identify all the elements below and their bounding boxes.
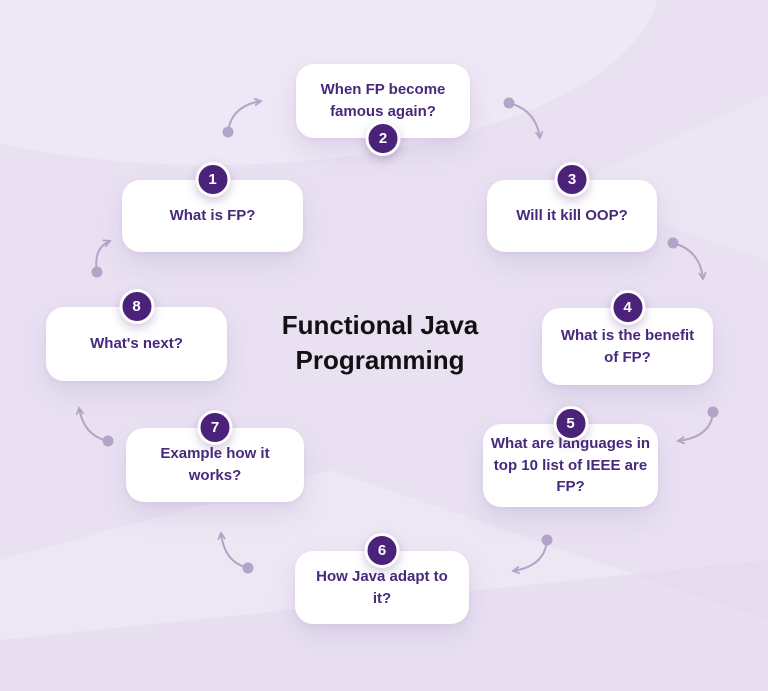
- arrow-step8-to-step1: [91, 241, 111, 278]
- step-label-8: What's next?: [90, 335, 183, 353]
- step-card-3: 3 Will it kill OOP?: [487, 162, 657, 252]
- step-label-4: What is the benefit of FP?: [560, 326, 695, 366]
- step-number-badge-8: 8: [119, 289, 154, 324]
- arrow-step6-to-step7: [221, 533, 254, 574]
- step-label-6: How Java adapt to it?: [316, 567, 448, 607]
- step-number-badge-1: 1: [195, 162, 230, 197]
- arrow-step3-to-step4: [667, 237, 704, 280]
- diagram-title: Functional Java Programming: [281, 310, 479, 376]
- step-label-2: When FP become famous again?: [320, 81, 446, 120]
- step-card-7: 7 Example how it works?: [126, 410, 304, 502]
- step-number-badge-4: 4: [610, 290, 645, 325]
- step-label-3: Will it kill OOP?: [516, 207, 628, 225]
- step-card-5: 5 What are languages in top 10 list of I…: [483, 406, 658, 507]
- arrow-step4-to-step5: [678, 406, 719, 442]
- step-label-1: What is FP?: [169, 207, 256, 225]
- step-number-badge-2: 2: [365, 121, 401, 156]
- step-card-2: 2 When FP become famous again?: [296, 64, 470, 156]
- step-label-7: Example how it works?: [160, 445, 270, 484]
- step-card-1: 1 What is FP?: [122, 162, 303, 252]
- step-number-badge-7: 7: [197, 410, 233, 445]
- step-number-badge-5: 5: [553, 406, 588, 441]
- arrow-step7-to-step8: [79, 408, 114, 447]
- step-number-badge-6: 6: [364, 533, 400, 568]
- arrow-step5-to-step6: [513, 534, 553, 572]
- arrow-step1-to-step2: [222, 101, 262, 138]
- step-number-badge-3: 3: [554, 162, 590, 197]
- step-card-8: 8 What's next?: [46, 289, 227, 381]
- arrow-step2-to-step3: [503, 97, 541, 139]
- step-card-4: 4 What is the benefit of FP?: [542, 290, 713, 385]
- step-card-6: 6 How Java adapt to it?: [295, 533, 469, 624]
- step-label-5: What are languages in top 10 list of IEE…: [490, 434, 651, 496]
